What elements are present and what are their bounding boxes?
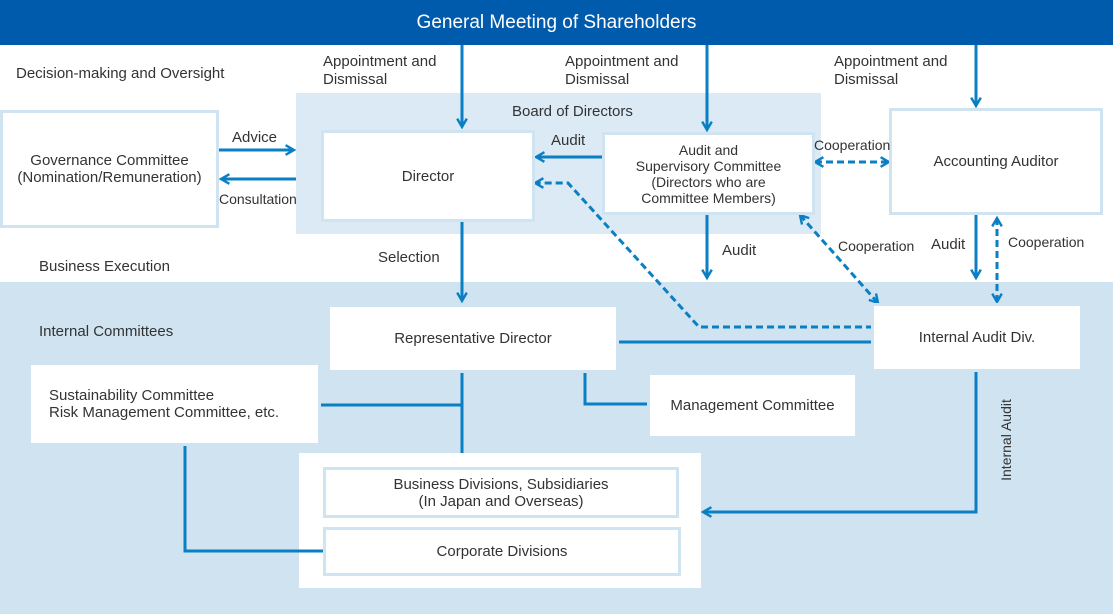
advice-label: Advice (232, 129, 278, 146)
decision-oversight-label: Decision-making and Oversight (16, 65, 225, 82)
cooperation-arrow-mid (798, 213, 880, 305)
appointment-label-1: Appointment and Dismissal (323, 53, 437, 88)
internal-audit-div-box: Internal Audit Div. (871, 303, 1083, 372)
cooperation-mid-label: Cooperation (838, 238, 915, 254)
header-title: General Meeting of Shareholders (416, 12, 697, 33)
internal-audit-arrow (700, 372, 978, 518)
audit-to-director-label: Audit (551, 132, 586, 149)
director-box: Director (321, 130, 535, 222)
appointment-label-2: Appointment and Dismissal (565, 53, 679, 88)
cooperation-right-label: Cooperation (1008, 234, 1085, 250)
governance-committee-box: Governance Committee (Nomination/Remuner… (0, 110, 219, 228)
header-band (0, 0, 1113, 45)
business-divisions-box: Business Divisions, Subsidiaries (In Jap… (323, 467, 679, 518)
audit-supervisory-committee-box: Audit and Supervisory Committee (Directo… (602, 132, 815, 215)
cooperation-top-label: Cooperation (814, 137, 891, 153)
consultation-label: Consultation (219, 191, 297, 207)
rep-to-management-line (583, 373, 649, 406)
internal-committees-label: Internal Committees (39, 323, 174, 340)
audit-down-label: Audit (722, 242, 757, 259)
internal-audit-label: Internal Audit (998, 399, 1014, 481)
accounting-audit-label: Audit (931, 236, 966, 253)
board-of-directors-label: Board of Directors (512, 103, 633, 120)
appointment-label-3: Appointment and Dismissal (834, 53, 948, 88)
accounting-auditor-box: Accounting Auditor (889, 108, 1103, 215)
sustainability-committee-box: Sustainability Committee Risk Management… (28, 362, 321, 446)
business-execution-label: Business Execution (39, 258, 170, 275)
selection-label: Selection (378, 249, 440, 266)
internal-audit-report-arrow (532, 177, 873, 329)
representative-director-box: Representative Director (327, 304, 619, 373)
sustainability-to-corporate-line (183, 444, 327, 553)
management-committee-box: Management Committee (647, 372, 858, 439)
corporate-divisions-box: Corporate Divisions (323, 527, 681, 576)
